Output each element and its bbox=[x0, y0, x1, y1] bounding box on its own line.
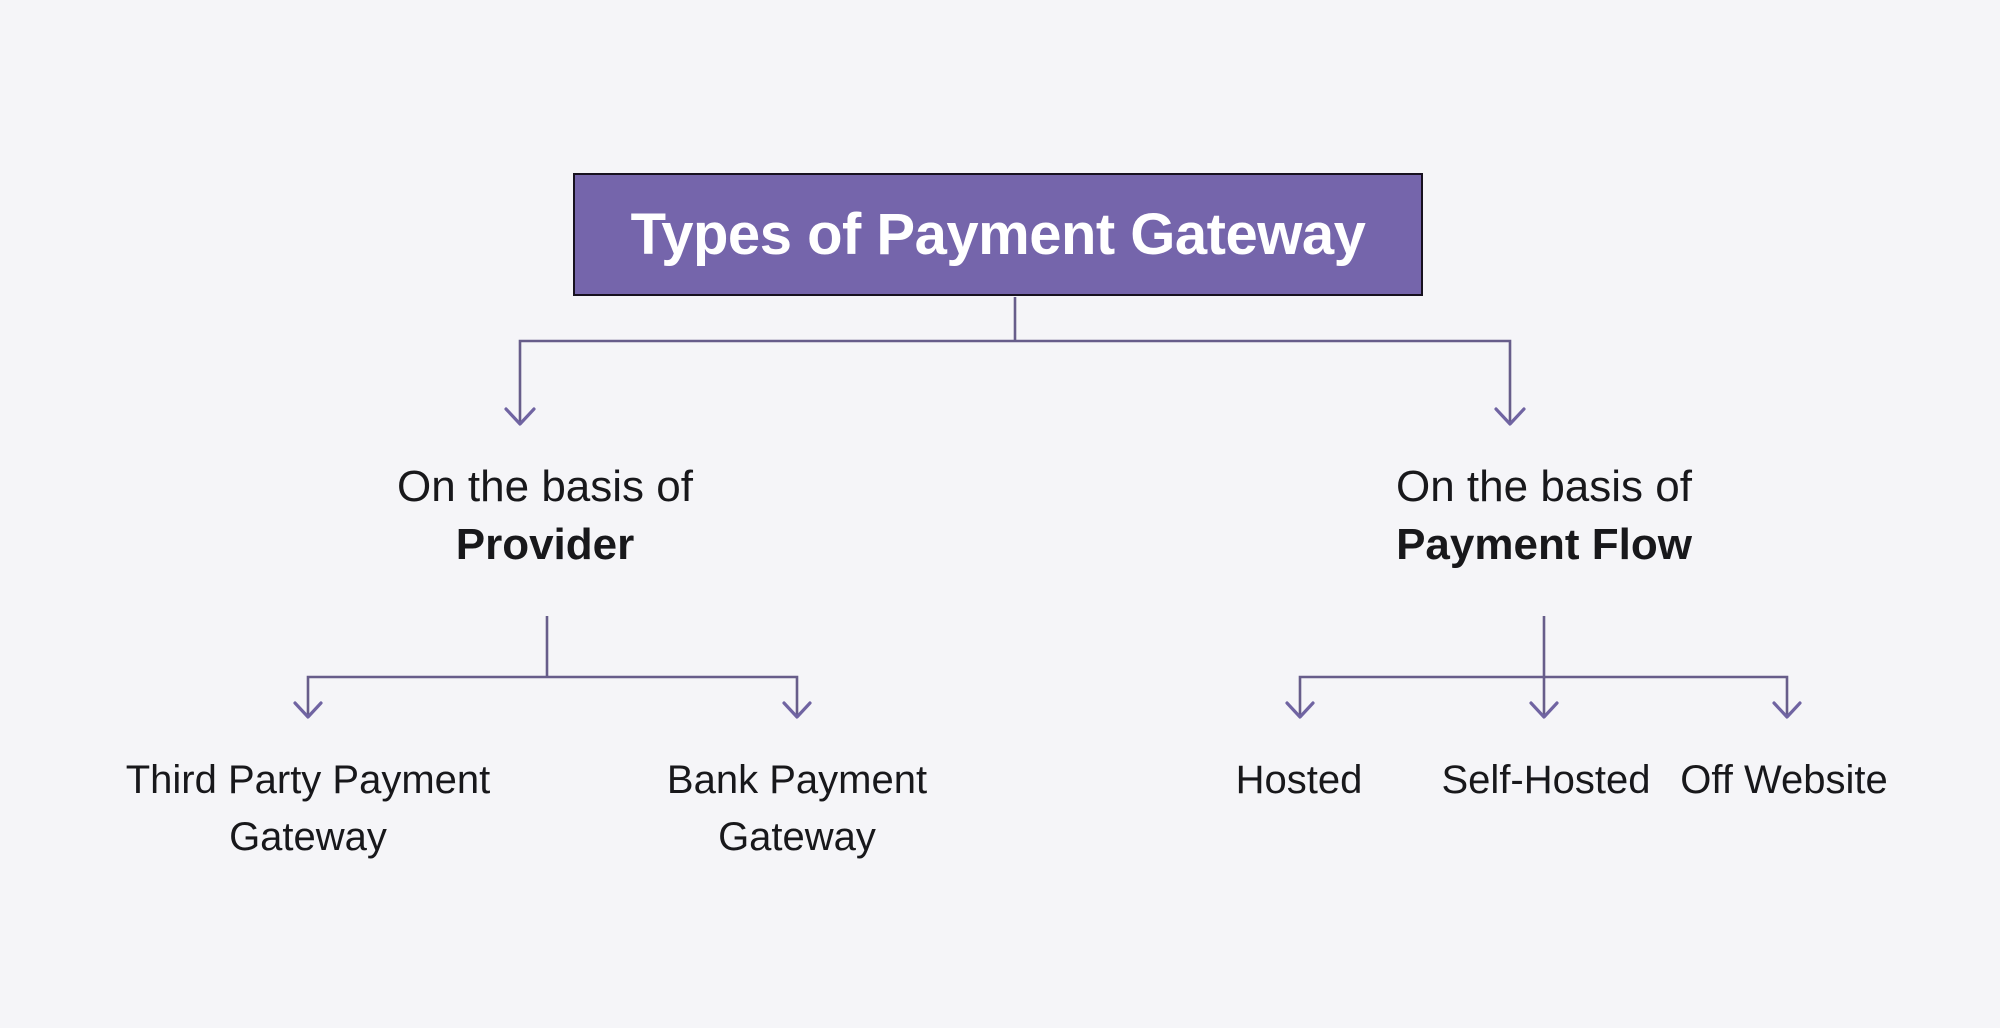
branch-payment-flow-prefix: On the basis of bbox=[1396, 462, 1692, 511]
leaf-line: Bank Payment bbox=[666, 758, 928, 802]
leaf-line: Gateway bbox=[229, 815, 387, 859]
diagram-title: Types of Payment Gateway bbox=[630, 202, 1366, 267]
leaf-off-website: Off Website bbox=[1564, 752, 2000, 809]
arrow-down-icon bbox=[293, 701, 323, 719]
branch-provider-emphasis: Provider bbox=[455, 520, 635, 569]
arrow-down-icon bbox=[1494, 407, 1526, 426]
arrow-down-icon bbox=[504, 407, 536, 426]
leaf-bank-payment-gateway: Bank Payment Gateway bbox=[577, 752, 1017, 866]
connector-provider-rail bbox=[306, 675, 799, 715]
arrow-down-icon bbox=[1772, 701, 1802, 719]
arrow-down-icon bbox=[1529, 701, 1559, 719]
branch-label-provider: On the basis of Provider bbox=[285, 458, 805, 574]
connector-top-rail bbox=[518, 339, 1512, 422]
diagram-title-box: Types of Payment Gateway bbox=[573, 173, 1423, 296]
leaf-hosted: Hosted bbox=[1079, 752, 1519, 809]
leaf-line: Hosted bbox=[1235, 758, 1363, 802]
arrow-down-icon bbox=[1285, 701, 1315, 719]
leaf-third-party-payment-gateway: Third Party Payment Gateway bbox=[88, 752, 528, 866]
leaf-line: Self-Hosted bbox=[1441, 758, 1651, 802]
branch-provider-prefix: On the basis of bbox=[397, 462, 693, 511]
branch-payment-flow-emphasis: Payment Flow bbox=[1396, 520, 1692, 569]
leaf-self-hosted: Self-Hosted bbox=[1326, 752, 1766, 809]
leaf-line: Third Party Payment bbox=[125, 758, 491, 802]
leaf-line: Off Website bbox=[1680, 758, 1888, 802]
leaf-line: Gateway bbox=[718, 815, 876, 859]
arrow-down-icon bbox=[782, 701, 812, 719]
branch-label-payment-flow: On the basis of Payment Flow bbox=[1284, 458, 1804, 574]
connector-payment-flow-rail bbox=[1298, 675, 1789, 715]
